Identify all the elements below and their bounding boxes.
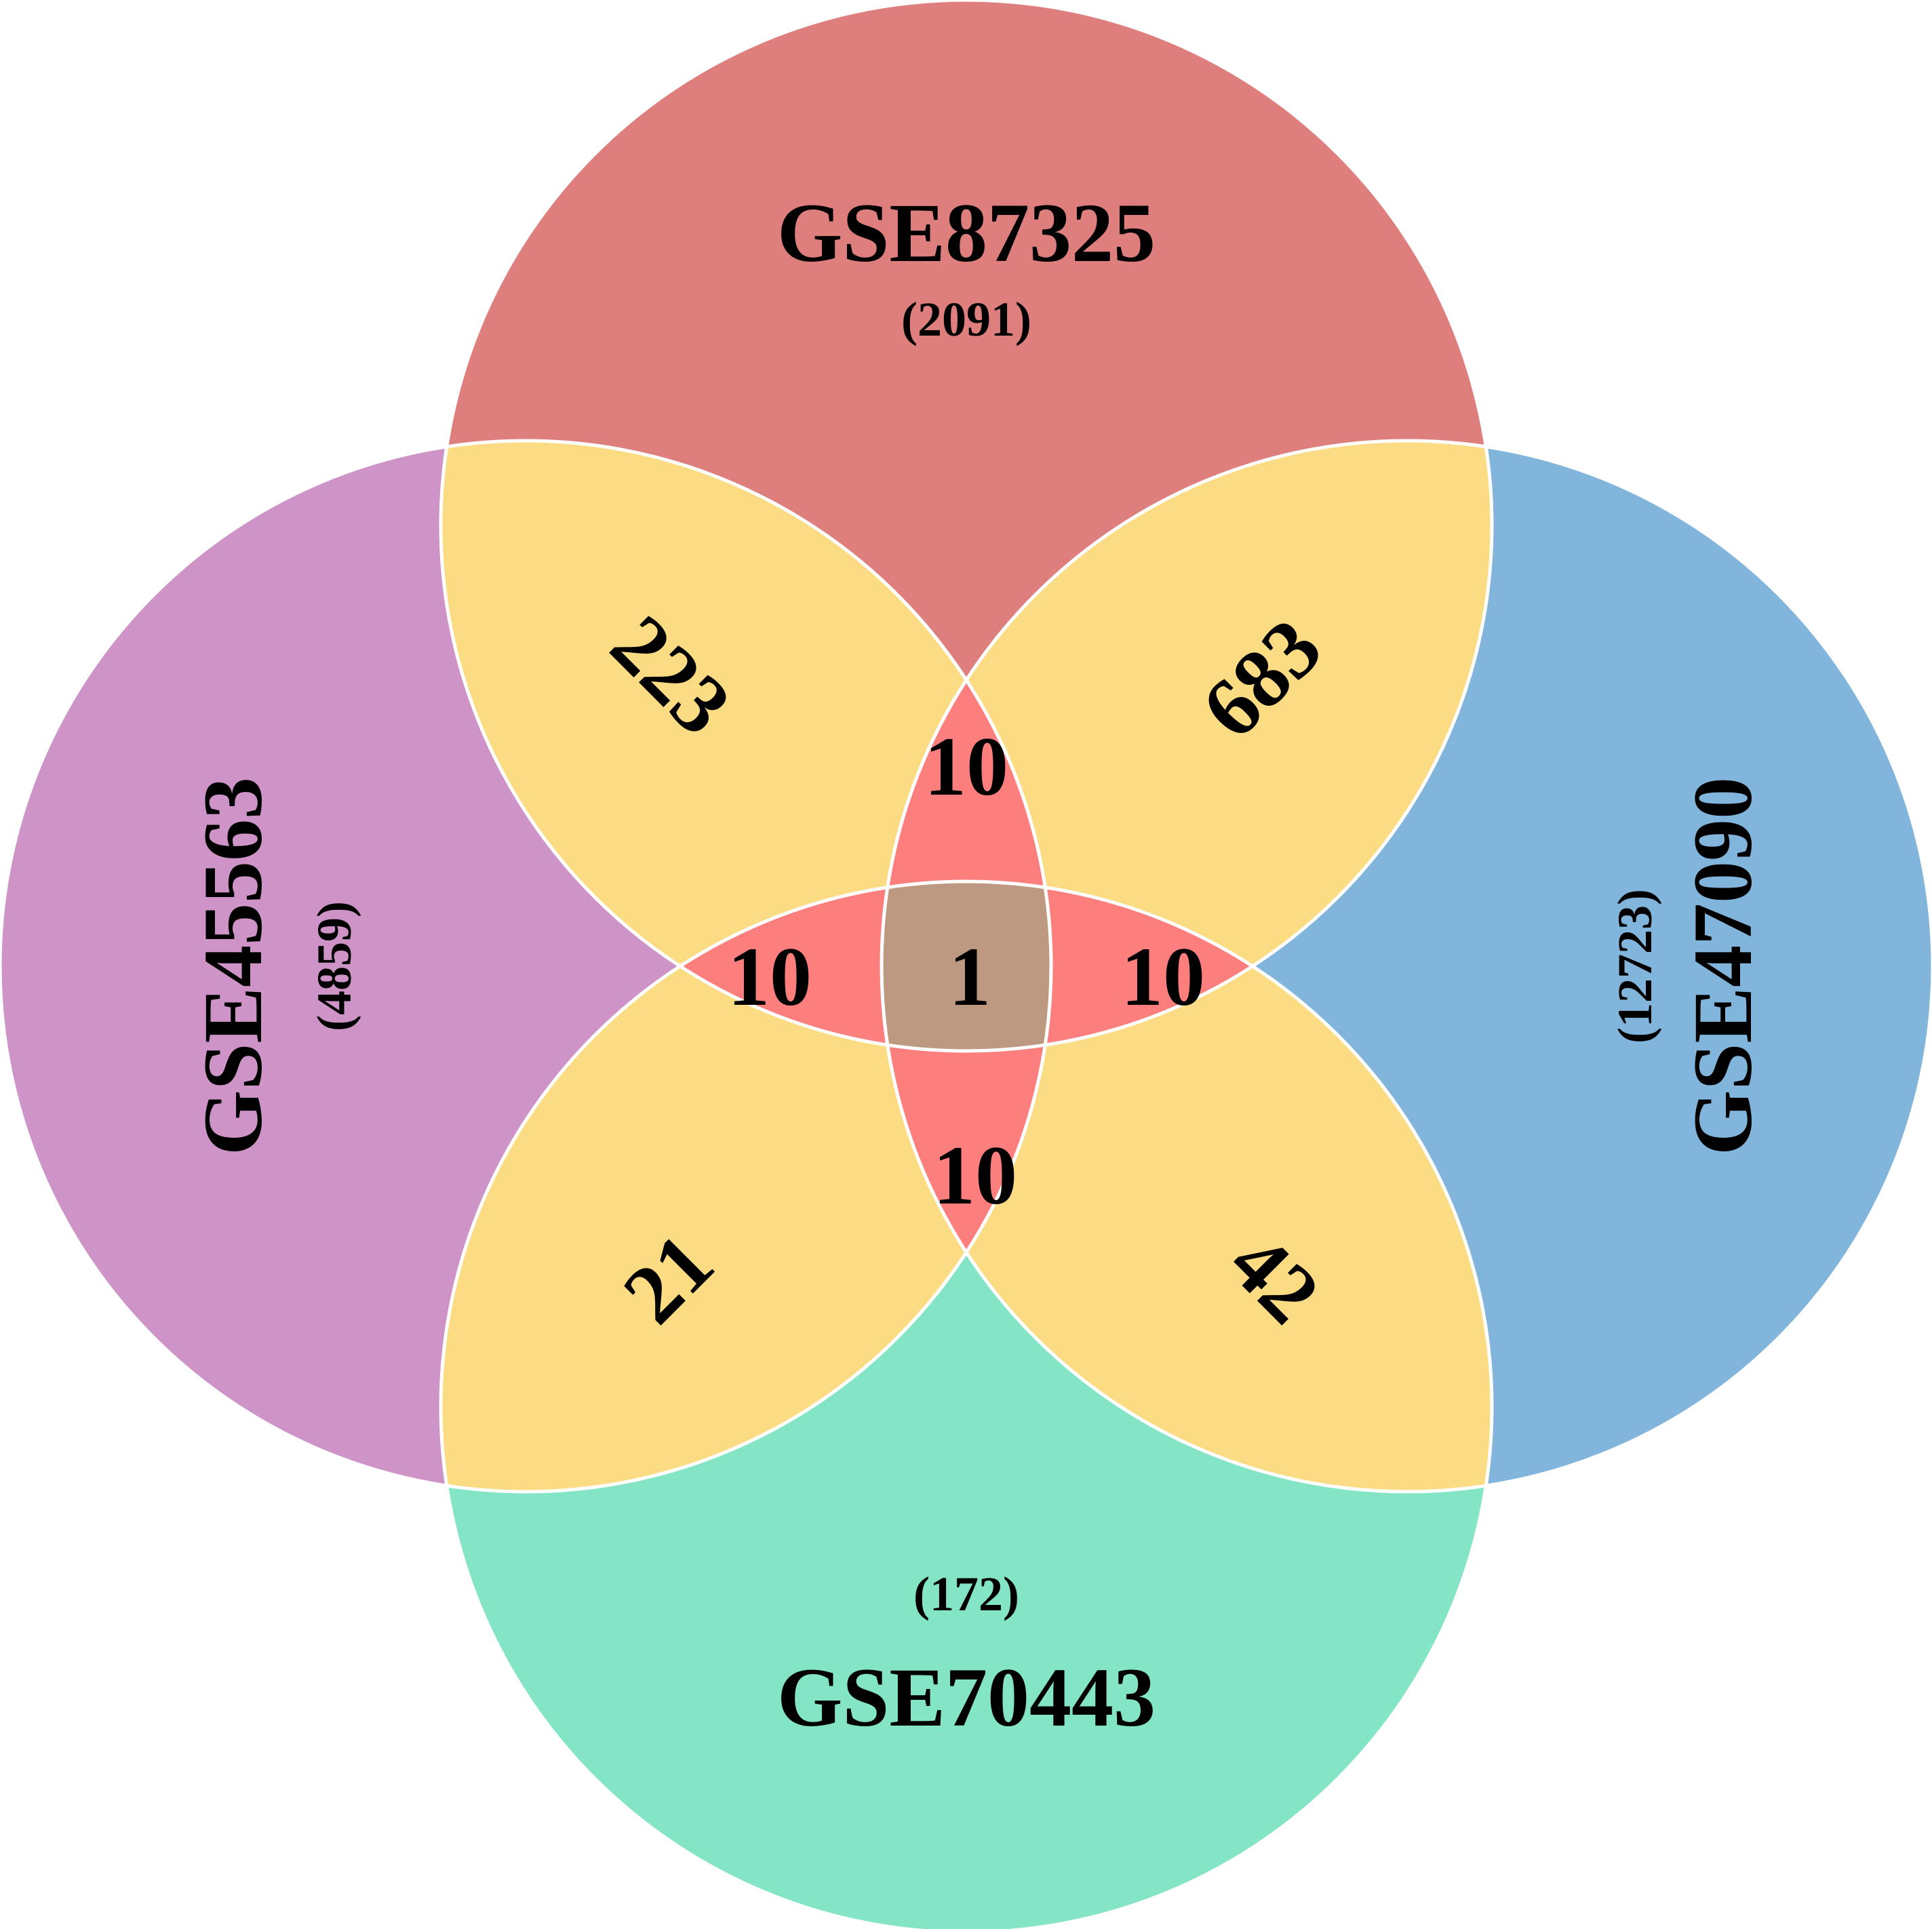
outline-top — [439, 0, 1494, 1053]
outline-bottom — [439, 879, 1494, 1929]
outline-right — [880, 439, 1932, 1494]
set-count-left: (4859) — [307, 901, 361, 1031]
set-label-right: GSE47090 — [1676, 777, 1769, 1155]
set-count-right: (12723) — [1608, 889, 1662, 1043]
set-label-bottom: GSE70443 — [777, 1651, 1156, 1744]
region-count-inner-left: 10 — [728, 930, 812, 1023]
set-label-top: GSE87325 — [777, 186, 1156, 279]
outline-left — [0, 439, 1053, 1494]
set-label-left: GSE45563 — [186, 777, 279, 1155]
region-count-center: 1 — [949, 930, 991, 1023]
region-count-inner-top: 10 — [924, 720, 1008, 813]
region-count-inner-bottom: 10 — [933, 1129, 1017, 1222]
set-count-top: (2091) — [901, 292, 1031, 346]
set-count-bottom: (172) — [913, 1567, 1019, 1621]
region-count-inner-right: 10 — [1121, 930, 1205, 1023]
